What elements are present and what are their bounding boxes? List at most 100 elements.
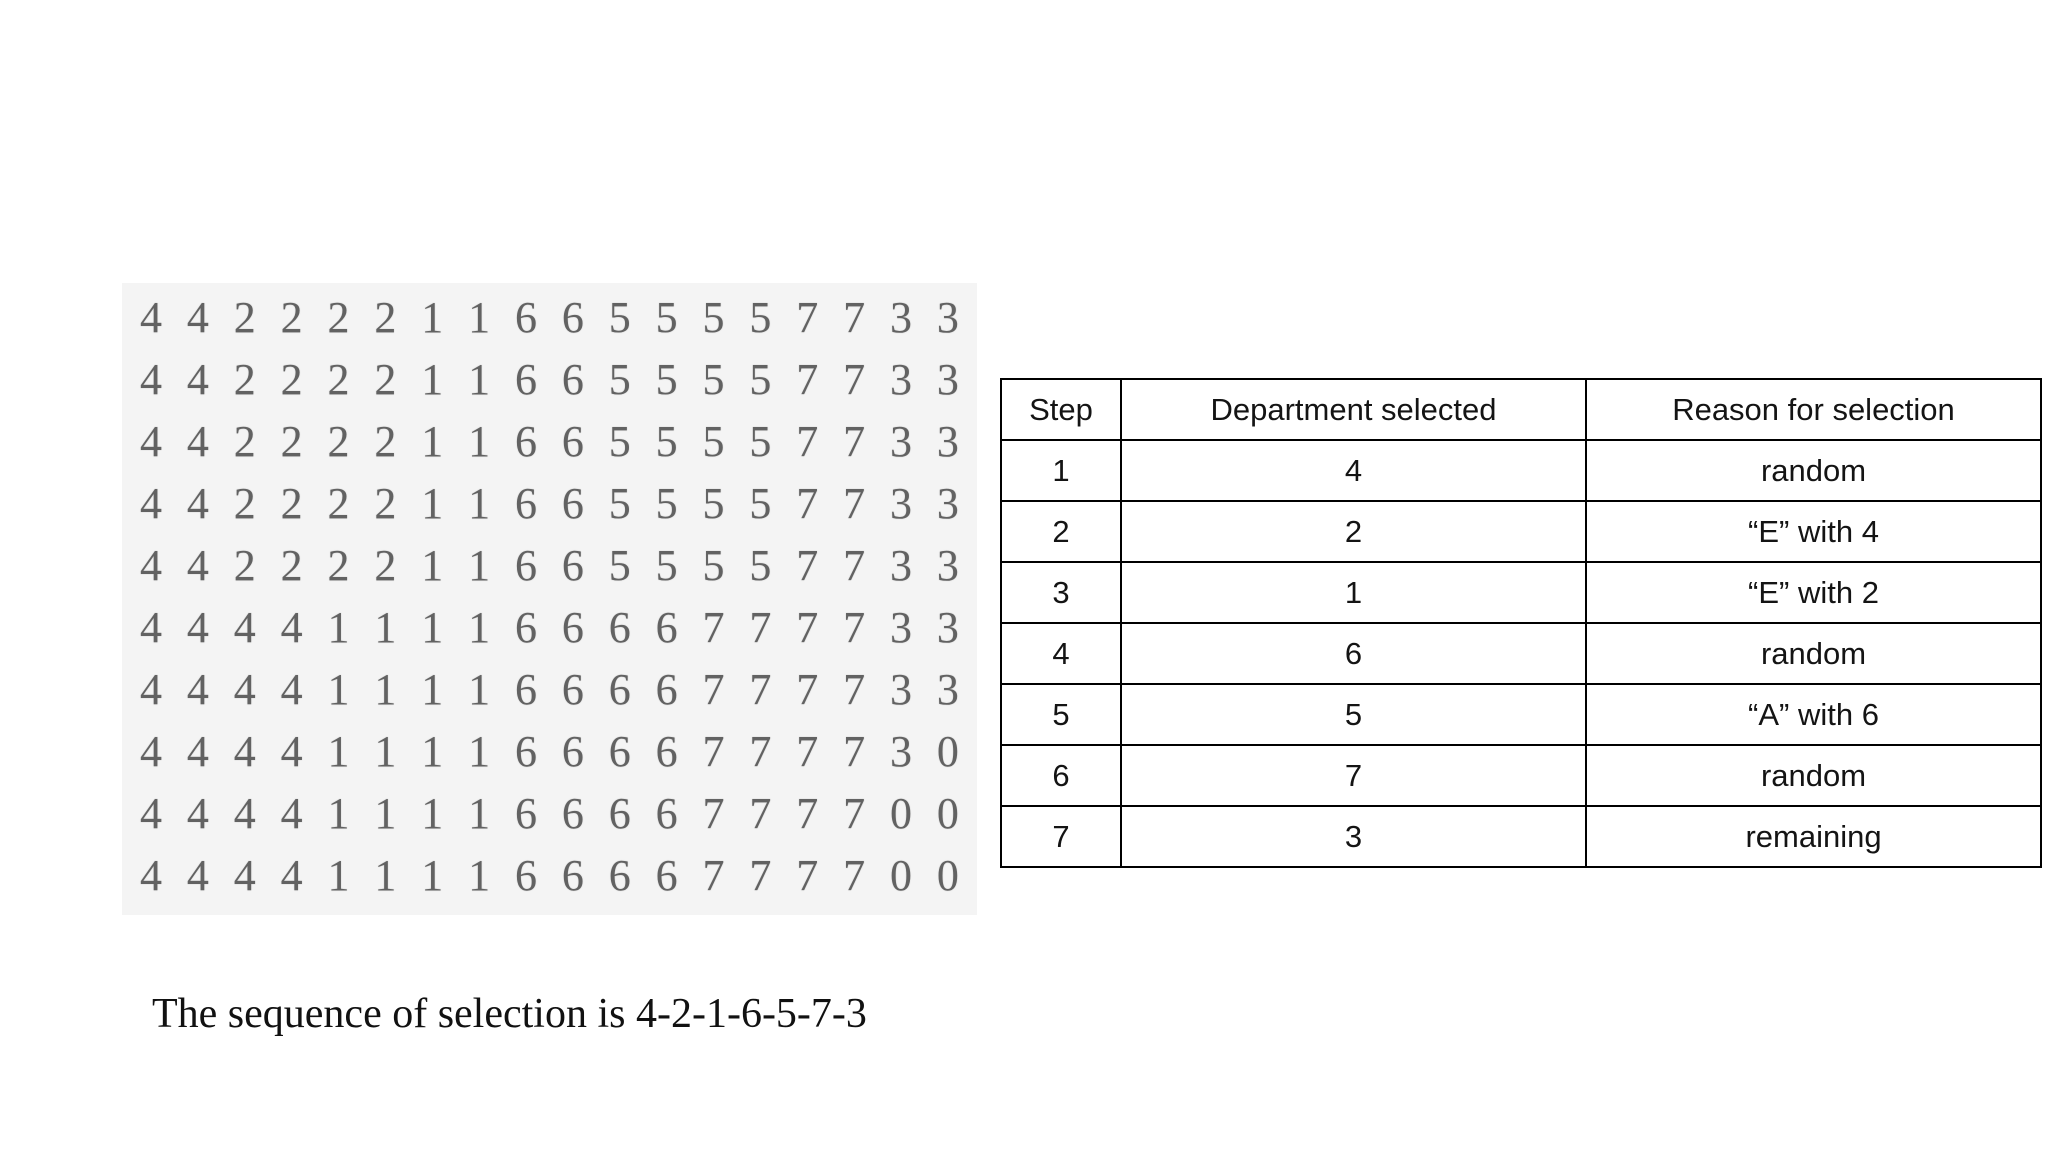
grid-cell: 3	[936, 665, 959, 714]
grid-cell: 7	[702, 603, 725, 652]
grid-cell: 3	[890, 727, 912, 776]
grid-cell: 1	[421, 665, 444, 714]
grid-cell: 7	[702, 789, 725, 838]
grid-cell: 3	[890, 355, 912, 404]
grid-cell: 7	[796, 603, 819, 652]
grid-cell: 7	[749, 603, 772, 652]
grid-cell: 4	[186, 417, 209, 466]
grid-cell: 6	[608, 727, 631, 776]
grid-cell: 6	[515, 603, 537, 652]
column-header-reason: Reason for selection	[1585, 378, 2042, 441]
grid-cell: 7	[702, 727, 725, 776]
grid-cell: 3	[890, 479, 912, 528]
grid-cell: 3	[936, 355, 959, 404]
grid-cell: 4	[140, 293, 162, 342]
grid-cell: 4	[280, 603, 303, 652]
grid-cell: 5	[702, 479, 725, 528]
grid-cell: 3	[936, 541, 959, 590]
grid-cell: 4	[186, 789, 209, 838]
grid-cell: 6	[655, 665, 678, 714]
grid-cell: 1	[468, 851, 491, 900]
grid-cell: 6	[608, 789, 631, 838]
grid-cell: 2	[280, 417, 303, 466]
grid-cell: 6	[655, 727, 678, 776]
grid-cell: 4	[233, 727, 256, 776]
grid-cell: 4	[233, 603, 256, 652]
grid-cell: 7	[843, 789, 866, 838]
grid-cell: 5	[749, 541, 772, 590]
grid-cell: 2	[327, 417, 350, 466]
grid-cell: 7	[796, 293, 819, 342]
grid-cell: 5	[655, 479, 678, 528]
grid-cell: 3	[890, 293, 912, 342]
grid-cell: 3	[936, 417, 959, 466]
grid-cell: 2	[233, 293, 256, 342]
cell-reason: “E” with 4	[1585, 500, 2042, 563]
grid-cell: 6	[655, 789, 678, 838]
grid-cell: 4	[186, 851, 209, 900]
grid-cell: 1	[421, 789, 444, 838]
grid-cell: 1	[468, 293, 491, 342]
grid-cell: 7	[796, 789, 819, 838]
grid-cell: 2	[280, 541, 303, 590]
grid-cell: 1	[421, 851, 444, 900]
grid-cell: 4	[186, 727, 209, 776]
grid-cell: 1	[421, 479, 444, 528]
grid-cell: 7	[796, 665, 819, 714]
grid-cell: 6	[608, 665, 631, 714]
cell-department: 1	[1120, 561, 1587, 624]
grid-cell: 1	[421, 603, 444, 652]
grid-cell: 2	[280, 293, 303, 342]
grid-cell: 1	[468, 789, 491, 838]
grid-cell: 3	[890, 603, 912, 652]
grid-cell: 7	[843, 727, 866, 776]
grid-cell: 2	[280, 355, 303, 404]
table-header-row: Step Department selected Reason for sele…	[1000, 378, 2042, 441]
grid-cell: 2	[233, 479, 256, 528]
grid-cell: 6	[561, 541, 584, 590]
grid-cell: 1	[421, 355, 444, 404]
grid-cell: 4	[233, 665, 256, 714]
grid-cell: 1	[327, 665, 350, 714]
cell-reason: “E” with 2	[1585, 561, 2042, 624]
grid-cell: 5	[702, 541, 725, 590]
grid-cell: 7	[843, 851, 866, 900]
grid-cell: 1	[327, 851, 350, 900]
grid-cell: 1	[327, 727, 350, 776]
grid-cell: 6	[515, 541, 537, 590]
selection-steps-table: Step Department selected Reason for sele…	[1000, 378, 2042, 868]
grid-cell: 7	[702, 851, 725, 900]
grid-cell: 5	[608, 417, 631, 466]
grid-cell: 1	[468, 355, 491, 404]
grid-cell: 1	[421, 727, 444, 776]
grid-cell: 6	[515, 665, 537, 714]
grid-cell: 5	[749, 417, 772, 466]
grid-cell: 2	[280, 479, 303, 528]
cell-department: 2	[1120, 500, 1587, 563]
cell-step: 7	[1000, 805, 1122, 868]
cell-reason: “A” with 6	[1585, 683, 2042, 746]
cell-reason: random	[1585, 744, 2042, 807]
grid-cell: 1	[468, 603, 491, 652]
grid-cell: 6	[561, 355, 584, 404]
grid-cell: 0	[936, 851, 959, 900]
cell-reason: random	[1585, 439, 2042, 502]
grid-cell: 4	[186, 541, 209, 590]
column-header-department: Department selected	[1120, 378, 1587, 441]
grid-cell: 5	[702, 293, 725, 342]
grid-cell: 0	[936, 727, 959, 776]
grid-cell: 6	[561, 603, 584, 652]
grid-cell: 4	[280, 851, 303, 900]
grid-cell: 1	[374, 851, 397, 900]
grid-cell: 1	[468, 417, 491, 466]
grid-cell: 2	[233, 355, 256, 404]
cell-department: 3	[1120, 805, 1587, 868]
grid-cell: 2	[327, 541, 350, 590]
grid-cell: 4	[186, 665, 209, 714]
grid-cell: 6	[515, 417, 537, 466]
